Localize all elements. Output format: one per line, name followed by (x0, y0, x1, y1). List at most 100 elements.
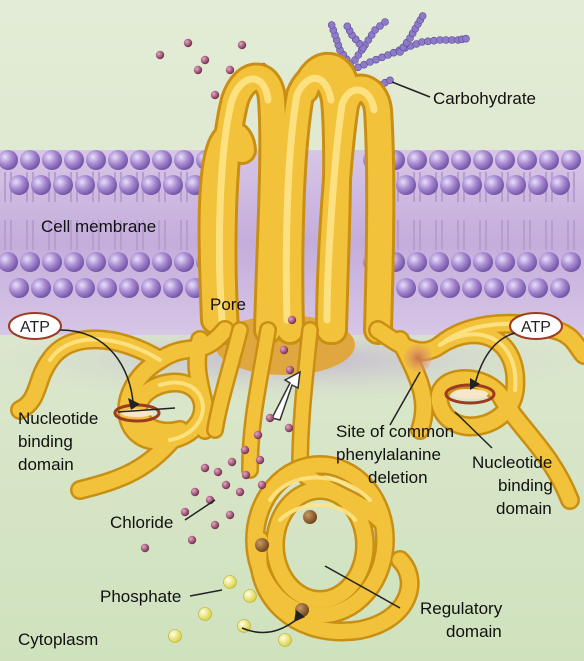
lipid-head (517, 252, 537, 272)
lipid-head (130, 150, 150, 170)
chloride-ion (237, 40, 247, 50)
cytoplasm-label: Cytoplasm (18, 630, 98, 649)
lipid-head (31, 278, 51, 298)
lipid-head (495, 150, 515, 170)
chloride-ion (253, 430, 263, 440)
chloride-ion (265, 413, 275, 423)
atp-left-label: ATP (20, 319, 50, 336)
chloride-ion (279, 345, 289, 355)
chloride-ion (183, 38, 193, 48)
phosphate-ball (198, 607, 212, 621)
lipid-head (20, 252, 40, 272)
chloride-ion (285, 365, 295, 375)
phosphate-label: Phosphate (100, 587, 181, 606)
lipid-head (473, 252, 493, 272)
lipid-head (550, 278, 570, 298)
lipid-head (396, 278, 416, 298)
phosphate-ball (223, 575, 237, 589)
nbd-left-line-2: binding (18, 432, 73, 451)
chloride-ion (241, 470, 251, 480)
nbd-left-line-3: domain (18, 455, 74, 474)
lipid-head (561, 150, 581, 170)
right-binding-ring-core (452, 389, 488, 399)
pore-chloride-ions (279, 315, 297, 375)
chloride-ion (227, 457, 237, 467)
pore-label: Pore (210, 295, 246, 314)
lipid-head (506, 175, 526, 195)
chloride-ion (200, 463, 210, 473)
sugar-bead (386, 76, 394, 85)
lipid-head (407, 150, 427, 170)
lipid-head (53, 175, 73, 195)
lipid-head (539, 252, 559, 272)
lipid-head (528, 278, 548, 298)
lipid-head (152, 150, 172, 170)
lipid-head (75, 278, 95, 298)
chloride-ion (235, 487, 245, 497)
lipid-head (429, 252, 449, 272)
lipid-head (418, 175, 438, 195)
lipid-head (440, 278, 460, 298)
lipid-head (451, 150, 471, 170)
lipid-head (440, 175, 460, 195)
sugar-bead (327, 21, 336, 29)
chloride-ion (240, 445, 250, 455)
lipid-head (42, 150, 62, 170)
chloride-ion (257, 480, 267, 490)
lipid-head (53, 278, 73, 298)
lipid-head (152, 252, 172, 272)
chloride-ion (225, 510, 235, 520)
lipid-head (174, 252, 194, 272)
lipid-head (550, 175, 570, 195)
phosphate-ball (278, 633, 292, 647)
nbd-left-line-1: Nucleotide (18, 409, 98, 428)
lipid-head (108, 150, 128, 170)
lipid-head (20, 150, 40, 170)
chloride-ion (213, 467, 223, 477)
sugar-bead (462, 34, 470, 43)
chloride-ion (180, 507, 190, 517)
phosphate-groups (168, 575, 292, 647)
chloride-ion (210, 520, 220, 530)
lipid-head (97, 175, 117, 195)
sugar-bead (418, 12, 427, 20)
lipid-head (163, 175, 183, 195)
chloride-ion (140, 543, 150, 553)
carbohydrate-label: Carbohydrate (433, 89, 536, 108)
atp-left: ATP (8, 312, 62, 340)
lipid-head (9, 175, 29, 195)
chloride-ion (284, 423, 294, 433)
arrow-heads (128, 378, 480, 622)
lipid-head (174, 150, 194, 170)
lipid-head (484, 175, 504, 195)
lipid-head (86, 252, 106, 272)
lipid-head (75, 175, 95, 195)
lipid-head (141, 175, 161, 195)
lipid-head (31, 175, 51, 195)
lipid-head (0, 150, 18, 170)
lipid-head (451, 252, 471, 272)
lipid-head (429, 150, 449, 170)
sugar-bead (381, 18, 389, 26)
chloride-ion (255, 455, 265, 465)
lipid-head (506, 278, 526, 298)
lipid-head (9, 278, 29, 298)
chloride-ion (210, 90, 220, 100)
lipid-head (86, 150, 106, 170)
regulatory-line-1: Regulatory (420, 599, 503, 618)
chloride-label: Chloride (110, 513, 173, 532)
lipid-head (484, 278, 504, 298)
lipid-head (407, 252, 427, 272)
lipid-head (119, 278, 139, 298)
lipid-head (517, 150, 537, 170)
lipid-head (539, 150, 559, 170)
site-line-2: phenylalanine (336, 445, 441, 464)
lipid-head (462, 278, 482, 298)
lipid-head (163, 278, 183, 298)
lipid-head (119, 175, 139, 195)
inside-chloride-ions (140, 413, 294, 553)
sugar-bead (376, 22, 384, 30)
lipid-head (130, 252, 150, 272)
